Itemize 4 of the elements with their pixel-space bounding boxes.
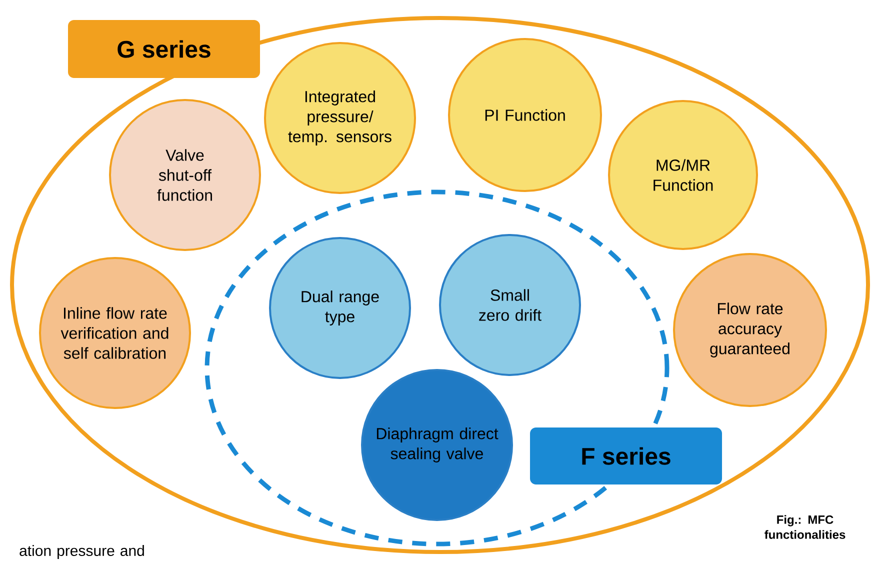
cut-off-text: ation pressure and [20, 545, 144, 559]
series-tab: G series [68, 20, 260, 78]
series-tab: F series [530, 428, 722, 484]
figure-caption: Fig.: MFC functionalities [764, 515, 846, 539]
